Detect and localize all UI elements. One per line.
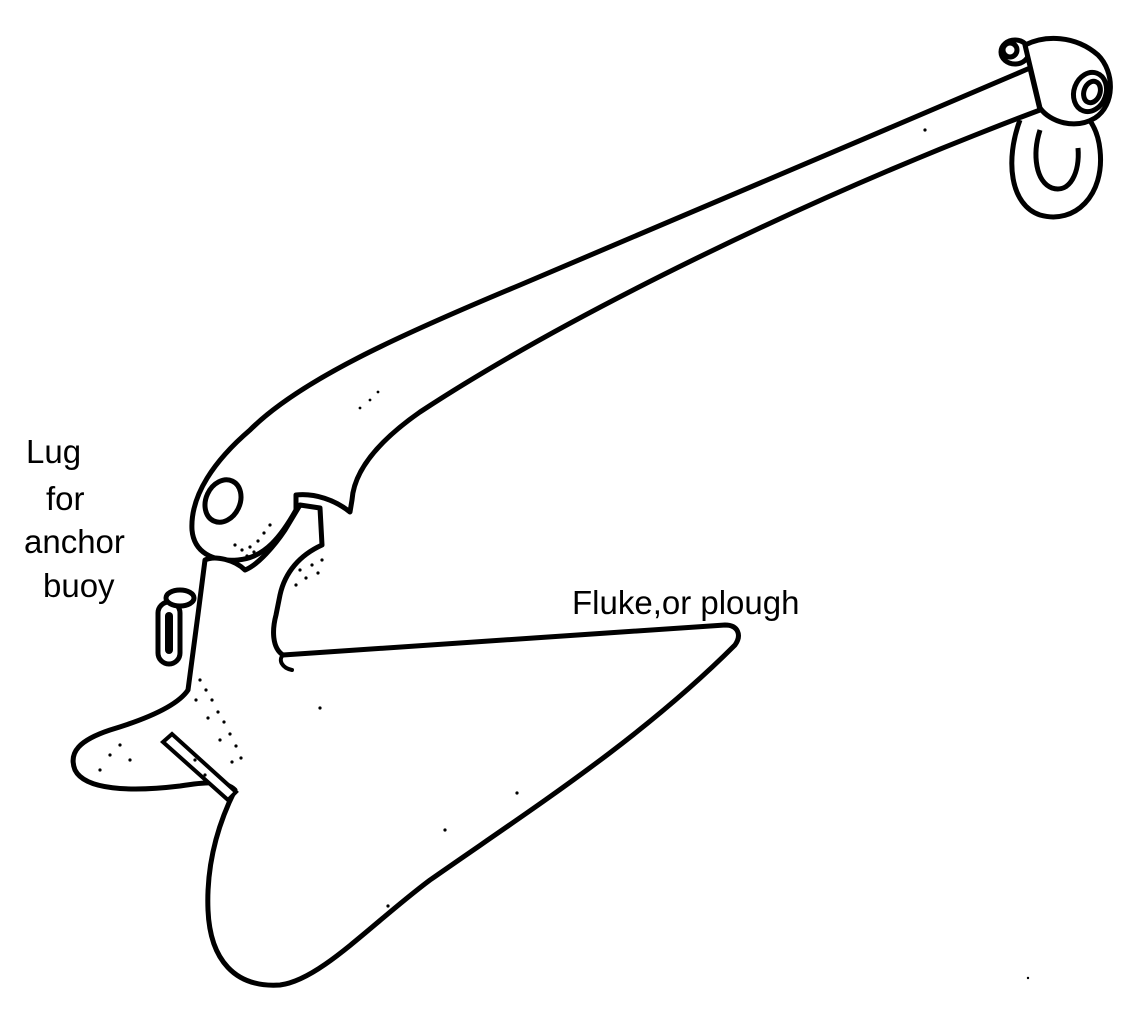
fluke-label: Fluke,or plough bbox=[572, 584, 799, 621]
lug-label-line-3: anchor bbox=[24, 523, 125, 560]
lug-label-line-2: for bbox=[46, 480, 85, 517]
lug-label-line-1: Lug bbox=[26, 433, 81, 470]
anchor-shank bbox=[192, 68, 1040, 560]
lug-label: Lug for anchor buoy bbox=[24, 433, 125, 604]
lug-label-line-4: buoy bbox=[43, 567, 115, 604]
buoy-lug-chain bbox=[158, 590, 194, 664]
anchor-shackle bbox=[1001, 38, 1112, 216]
